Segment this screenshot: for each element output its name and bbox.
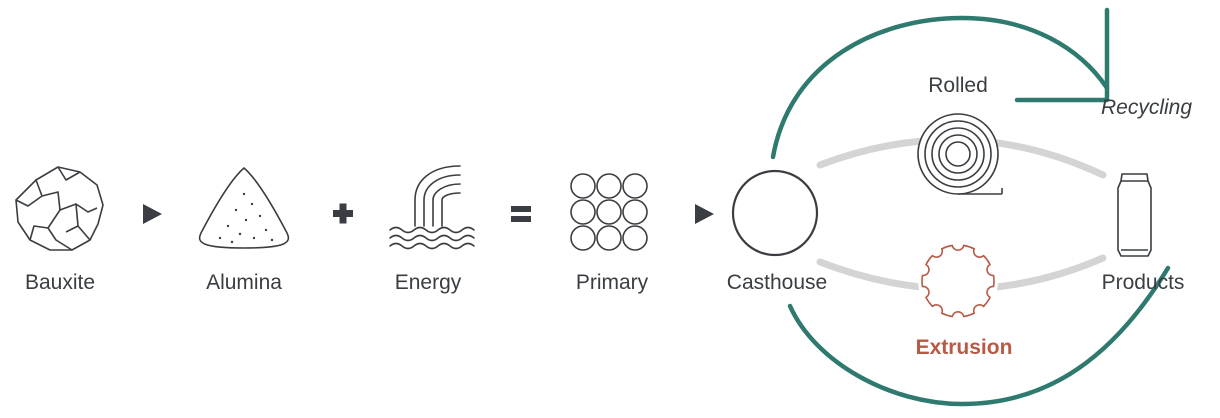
recycling-loop	[770, 7, 1171, 407]
label-products: Products	[1101, 271, 1185, 294]
recycling-arc-top	[770, 15, 1110, 160]
label-casthouse: Casthouse	[726, 271, 828, 294]
label-bauxite: Bauxite	[24, 271, 96, 294]
label-alumina: Alumina	[206, 271, 282, 294]
recycling-arrowhead	[1014, 7, 1110, 103]
label-energy: Energy	[394, 271, 462, 294]
label-rolled: Rolled	[928, 74, 988, 97]
label-primary: Primary	[575, 271, 649, 294]
label-extrusion: Extrusion	[915, 336, 1013, 359]
extrusion-die-icon	[918, 241, 998, 321]
equals-icon	[511, 206, 531, 222]
hydro-dam-icon	[389, 165, 475, 250]
ingot-stack-icon	[570, 173, 648, 251]
coil-icon	[917, 113, 1003, 195]
rock-icon	[15, 166, 104, 251]
plus-icon	[333, 203, 353, 224]
arrow-icon	[695, 204, 714, 224]
label-recycling: Recycling	[1101, 96, 1193, 119]
recycling-arc-bottom	[787, 265, 1171, 407]
can-icon	[1117, 173, 1152, 257]
sand-pile-icon	[198, 167, 290, 249]
arrow-icon	[143, 204, 162, 224]
casthouse-circle-icon	[731, 169, 819, 257]
